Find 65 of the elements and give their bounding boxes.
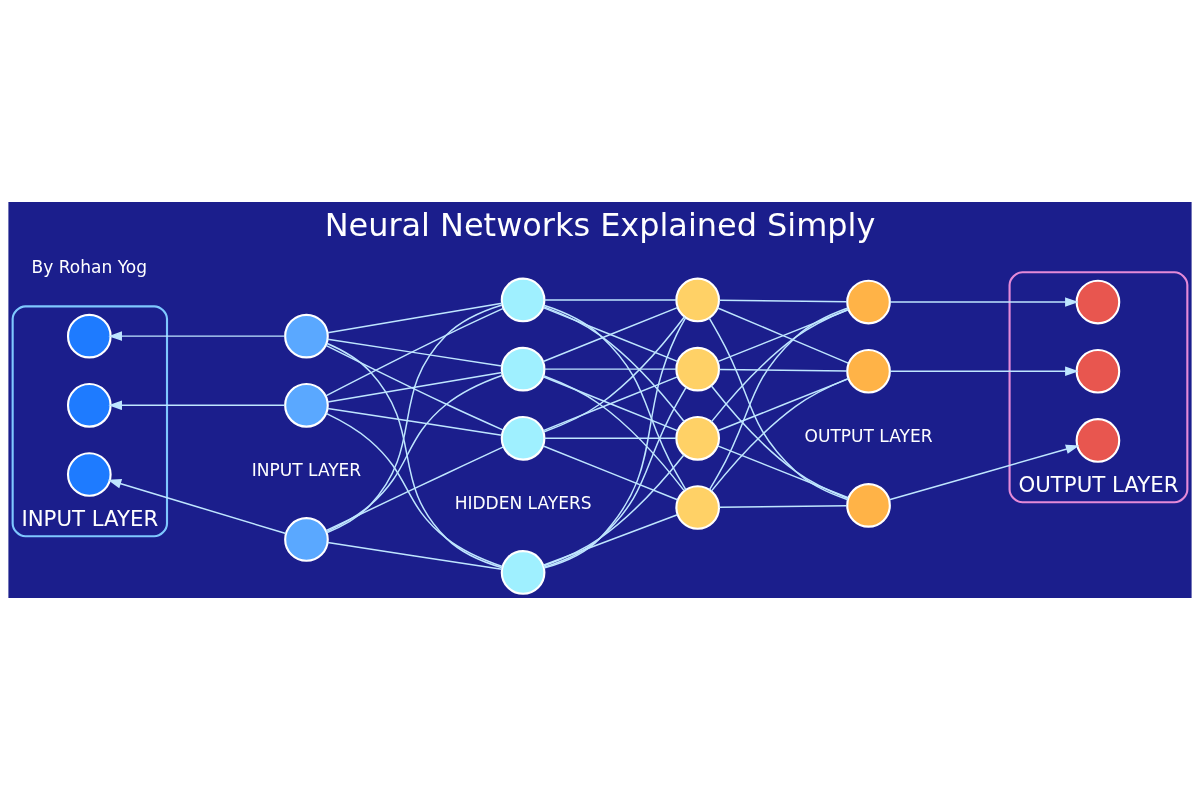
node-circle xyxy=(675,277,721,323)
node-circle xyxy=(846,279,891,325)
node-circle xyxy=(500,346,546,392)
node-circle xyxy=(846,483,891,528)
node-circle xyxy=(675,415,721,461)
diagram-title: Neural Networks Explained Simply xyxy=(324,206,876,245)
connector xyxy=(325,307,505,397)
node-circle xyxy=(66,452,112,497)
connector xyxy=(543,299,677,301)
connector xyxy=(543,386,687,568)
connector xyxy=(326,541,503,571)
connector xyxy=(718,368,848,372)
connector xyxy=(718,299,848,303)
connector xyxy=(542,375,685,492)
node-circle xyxy=(66,313,112,359)
connector xyxy=(718,504,848,508)
connector xyxy=(326,342,503,569)
label: HIDDEN LAYERS xyxy=(454,493,592,514)
connector xyxy=(717,378,849,432)
node-circle xyxy=(1075,279,1121,325)
connector xyxy=(710,308,850,423)
node-circle xyxy=(500,415,546,461)
node-circle xyxy=(675,346,721,392)
node-circle xyxy=(500,277,546,323)
cluster: INPUT LAYER xyxy=(11,305,169,538)
connector xyxy=(542,376,679,432)
connector xyxy=(717,445,849,499)
connector xyxy=(542,315,686,433)
node-circle xyxy=(1075,418,1121,463)
node-circle xyxy=(1075,348,1121,394)
connector xyxy=(542,514,679,566)
connector xyxy=(325,412,504,568)
connector xyxy=(542,454,685,567)
connector xyxy=(326,302,503,334)
label: OUTPUT LAYER xyxy=(804,426,933,447)
connector xyxy=(325,446,505,532)
connector xyxy=(326,407,503,436)
node-circle xyxy=(284,382,329,428)
connector xyxy=(543,304,687,491)
label: INPUT LAYER xyxy=(251,460,362,481)
label: By Rohan Yog xyxy=(31,257,147,278)
arrow xyxy=(889,366,1079,377)
arrow xyxy=(888,444,1080,501)
node-circle xyxy=(66,382,112,428)
node-circle xyxy=(284,313,329,359)
cluster: OUTPUT LAYER xyxy=(1008,271,1189,504)
connector xyxy=(325,374,504,533)
arrow xyxy=(889,297,1079,307)
connector xyxy=(326,304,503,534)
node-circle xyxy=(500,550,546,595)
connector xyxy=(543,368,677,370)
connector xyxy=(325,344,505,431)
node-circle xyxy=(846,348,891,394)
arrow xyxy=(108,400,286,411)
node-circle xyxy=(675,485,721,530)
connector xyxy=(542,445,679,501)
connector xyxy=(326,338,503,367)
connector xyxy=(543,437,677,440)
node-circle xyxy=(284,517,329,562)
connector xyxy=(542,305,685,423)
arrow xyxy=(107,479,287,535)
arrow xyxy=(108,331,286,341)
connector xyxy=(542,306,679,363)
connector xyxy=(326,371,503,403)
connector xyxy=(543,317,687,569)
